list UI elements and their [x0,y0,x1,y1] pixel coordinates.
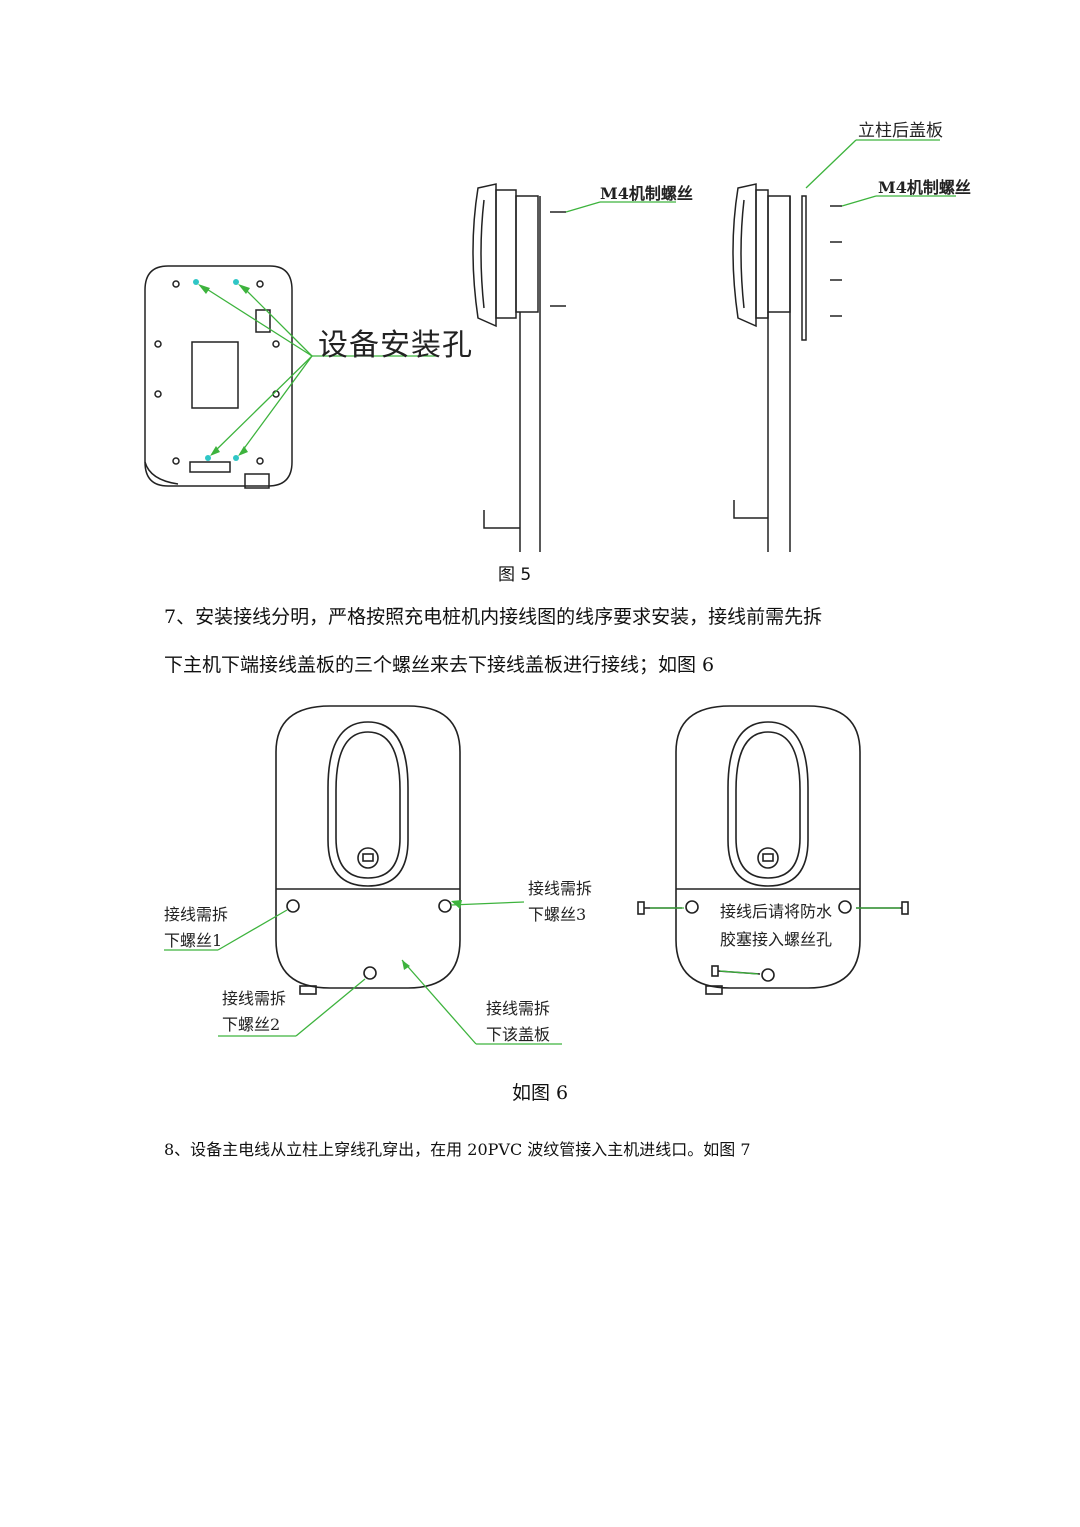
screw1-label-line1: 接线需拆 [164,905,229,924]
cover-label-line1: 接线需拆 [486,999,551,1018]
screw-label-b: M4机制螺丝 [878,178,971,197]
figure6-caption: 如图 6 [512,1082,569,1104]
figure5-caption: 图 5 [498,565,532,585]
step8-line1: 8、设备主电线从立柱上穿线孔穿出，在用 20PVC 波纹管接入主机进线口。如图 … [164,1140,751,1159]
screw2-label: 接线需拆 下螺丝2 [222,986,286,1038]
step7-line2: 下主机下端接线盖板的三个螺丝来去下接线盖板进行接线；如图 6 [164,654,715,676]
plug-label-line2: 胶塞接入螺丝孔 [720,930,833,949]
plug-label: 接线后请将防水 胶塞接入螺丝孔 [720,898,832,954]
screw-label-a: M4机制螺丝 [600,184,693,203]
screw3-label: 接线需拆 下螺丝3 [528,876,592,928]
screw3-label-line2: 下螺丝3 [528,905,587,924]
screw2-label-line2: 下螺丝2 [222,1015,281,1034]
screw1-label-line2: 下螺丝1 [164,931,223,950]
screw1-label: 接线需拆 下螺丝1 [164,902,228,954]
step7-line1: 7、安装接线分明，严格按照充电桩机内接线图的线序要求安装，接线前需先拆 [164,606,823,628]
install-hole-label: 设备安装孔 [318,328,473,363]
screw2-label-line1: 接线需拆 [222,989,287,1008]
rear-cover-label: 立柱后盖板 [858,121,943,141]
screw3-label-line1: 接线需拆 [528,879,593,898]
plug-label-line1: 接线后请将防水 [720,902,833,921]
cover-label-line2: 下该盖板 [486,1025,551,1044]
cover-label: 接线需拆 下该盖板 [486,996,550,1048]
